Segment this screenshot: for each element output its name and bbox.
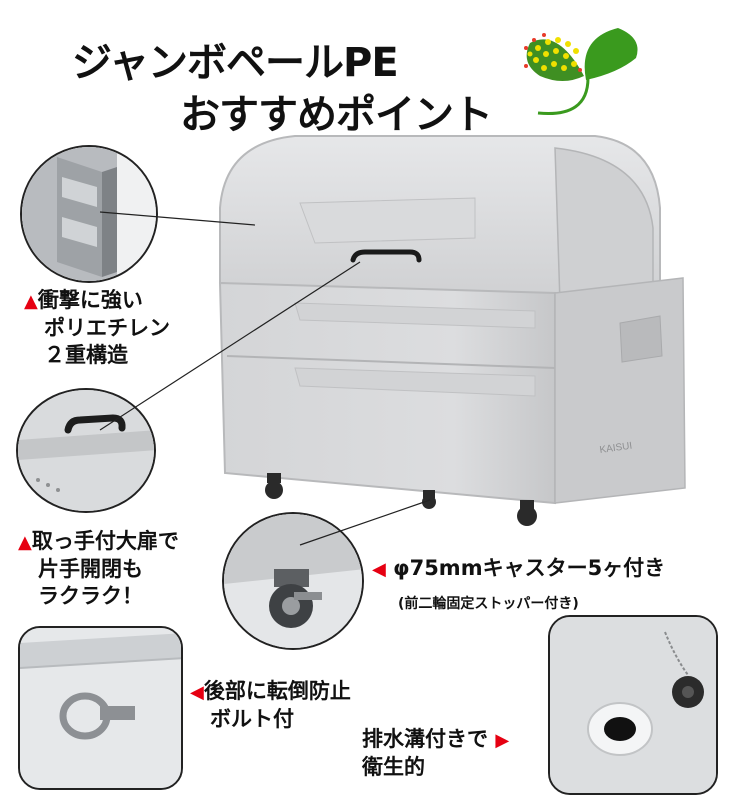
product-brand-text: KAISUI [599,441,633,456]
feature-caster-label: ◀ φ75mmキャスター5ヶ付き [372,556,666,580]
rail-detail-image [20,145,158,283]
feature-caster-sublabel: (前二輪固定ストッパー付き) [398,596,579,612]
triangle-up-icon: ▲ [18,532,32,553]
feature-handle-label: ▲取っ手付大扉で 片手開閉も ラクラク！ [18,529,179,608]
handle-detail-image [16,388,156,513]
feature-drain-label: 排水溝付きで ▶ 衛生的 [362,727,510,779]
caster-wheel-icon [224,514,362,648]
bolt-detail-image [18,626,183,790]
leaf-logo-icon [524,28,638,116]
page-title-line1: ジャンボペールPE [72,40,399,86]
triangle-left-icon: ◀ [190,682,204,703]
product-image: KAISUI [218,135,686,526]
triangle-left-icon: ◀ [372,559,386,580]
feature-impact-label: ▲衝撃に強い ポリエチレン ２重構造 [24,288,170,367]
eye-bolt-icon [20,628,181,788]
page-title-line2: おすすめポイント [180,92,493,138]
drain-detail-image [548,615,718,795]
feature-bolt-label: ◀後部に転倒防止 ボルト付 [190,679,351,731]
caster-detail-image [222,512,364,650]
door-handle-icon [18,390,154,511]
rail-structure-icon [22,147,156,281]
triangle-up-icon: ▲ [24,291,38,312]
drain-plug-icon [550,617,716,793]
triangle-right-icon: ▶ [495,730,510,751]
